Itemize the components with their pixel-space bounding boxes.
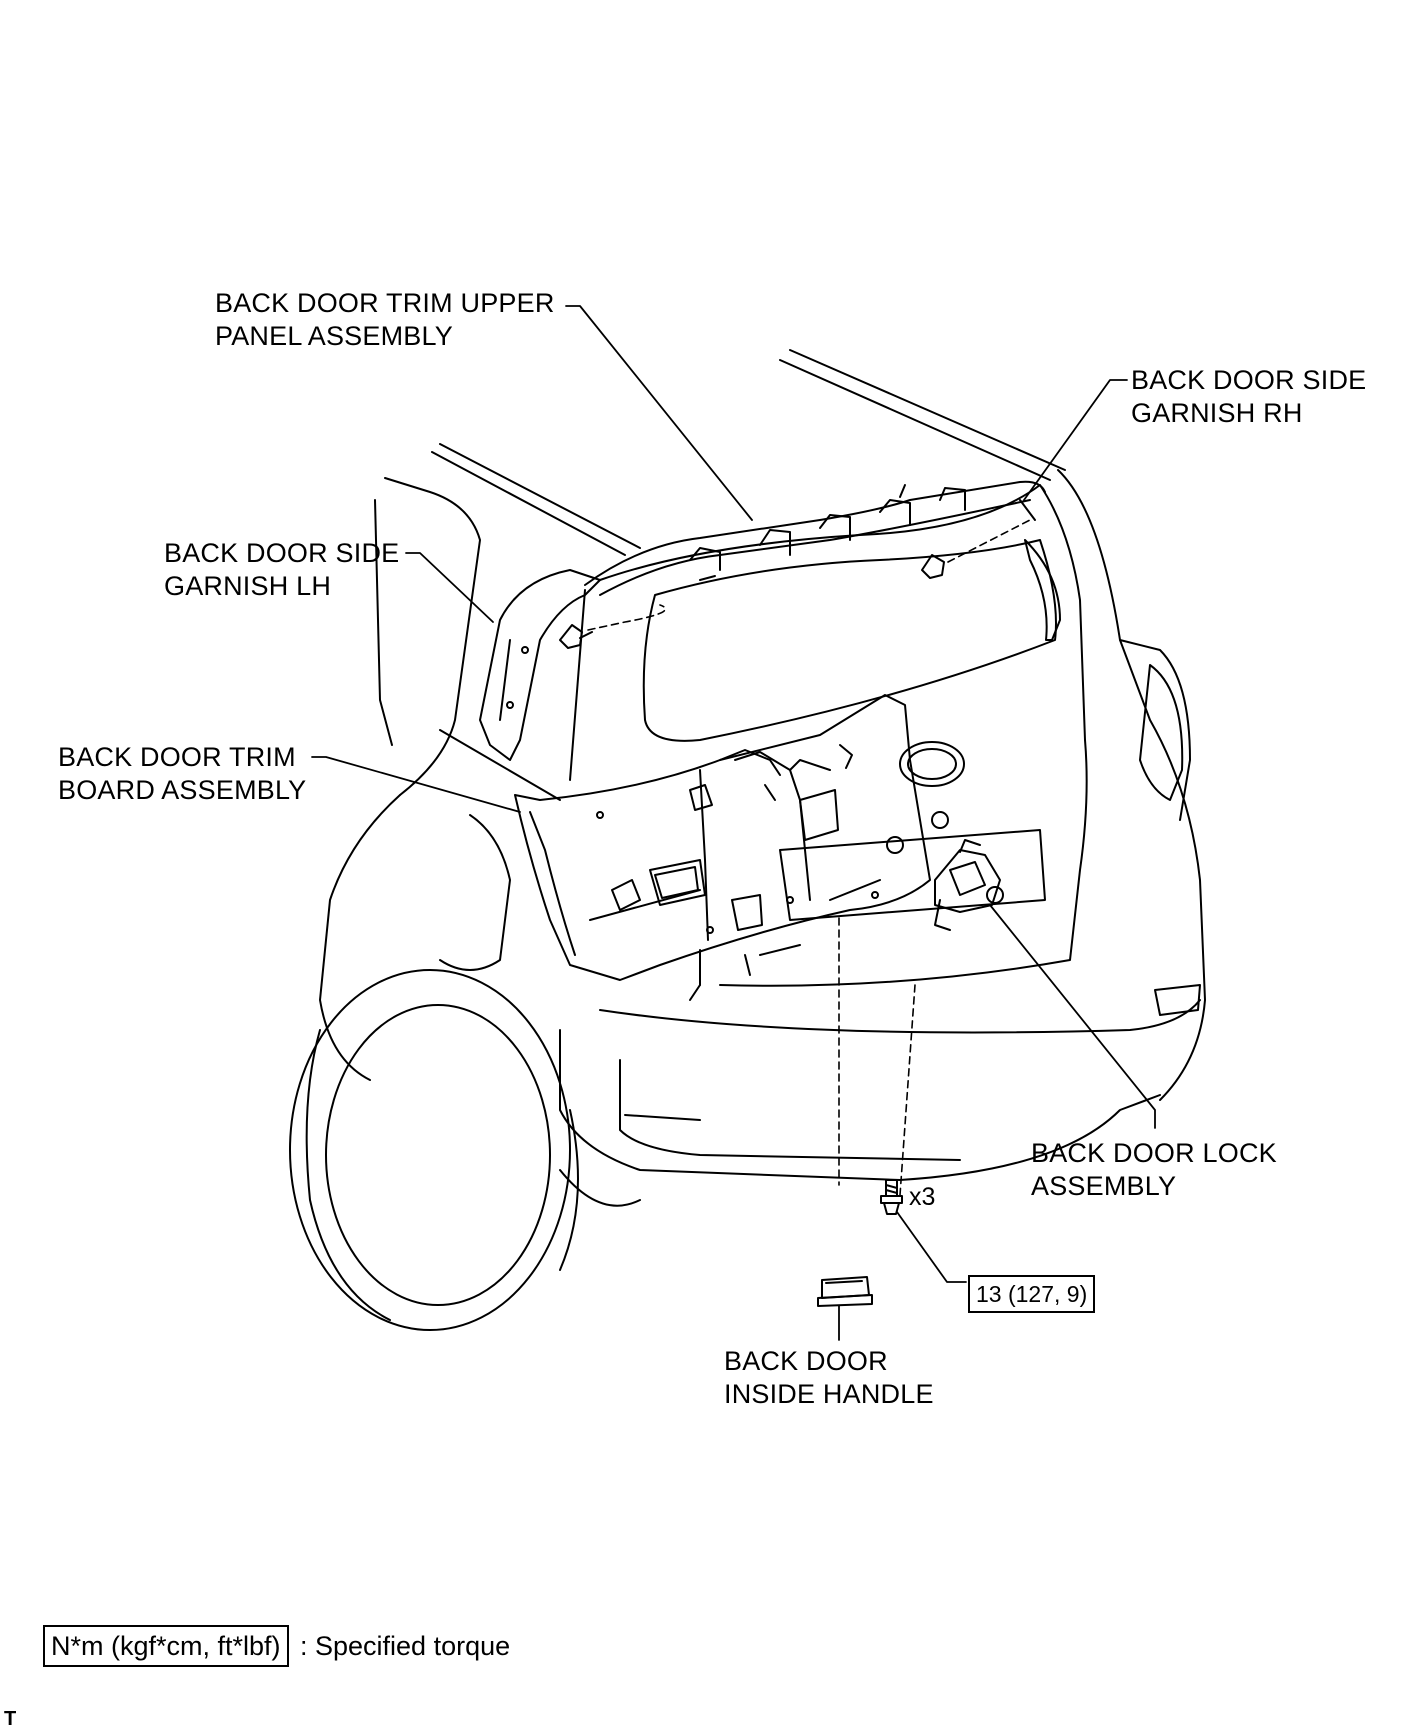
label-side-garnish-rh: BACK DOOR SIDE GARNISH RH [1131, 364, 1366, 430]
clip-guide-lines [587, 519, 1031, 1196]
label-trim-board: BACK DOOR TRIM BOARD ASSEMBLY [58, 741, 306, 807]
vehicle-body [289, 349, 1206, 1331]
inside-handle-part [817, 1276, 873, 1307]
trim-upper-panel-part [584, 480, 1046, 596]
lock-assembly-part [934, 839, 1004, 931]
side-garnish-rh-part [1019, 499, 1061, 641]
label-line: BACK DOOR TRIM [58, 742, 296, 772]
label-line: BACK DOOR SIDE [164, 538, 400, 568]
bolt-quantity: x3 [909, 1183, 936, 1211]
torque-unit-legend-box: N*m (kgf*cm, ft*lbf) [43, 1625, 289, 1667]
label-inside-handle: BACK DOOR INSIDE HANDLE [724, 1345, 934, 1411]
back-door-shell [569, 484, 1088, 1001]
bolt-torque-value: 13 (127, 9) [968, 1275, 1096, 1313]
label-line: ASSEMBLY [1031, 1171, 1177, 1201]
label-line: BOARD ASSEMBLY [58, 775, 307, 805]
label-line: GARNISH RH [1131, 398, 1303, 428]
label-line: BACK DOOR LOCK [1031, 1138, 1277, 1168]
label-line: GARNISH LH [164, 571, 332, 601]
label-line: INSIDE HANDLE [724, 1379, 934, 1409]
corner-mark: T [4, 1708, 17, 1730]
clip-lh [559, 624, 593, 649]
label-side-garnish-lh: BACK DOOR SIDE GARNISH LH [164, 537, 399, 603]
label-line: BACK DOOR SIDE [1131, 365, 1367, 395]
label-line: BACK DOOR [724, 1346, 888, 1376]
clip-rh [921, 554, 945, 579]
leader-lines [311, 305, 1156, 1341]
trim-board-part [514, 694, 949, 986]
label-trim-upper-panel: BACK DOOR TRIM UPPER PANEL ASSEMBLY [215, 287, 555, 353]
label-line: BACK DOOR TRIM UPPER [215, 288, 555, 318]
side-garnish-lh-part [479, 569, 601, 761]
torque-legend-description: : Specified torque [300, 1631, 511, 1661]
bolt-part [880, 1179, 903, 1215]
label-line: PANEL ASSEMBLY [215, 321, 453, 351]
label-lock-assembly: BACK DOOR LOCK ASSEMBLY [1031, 1137, 1277, 1203]
